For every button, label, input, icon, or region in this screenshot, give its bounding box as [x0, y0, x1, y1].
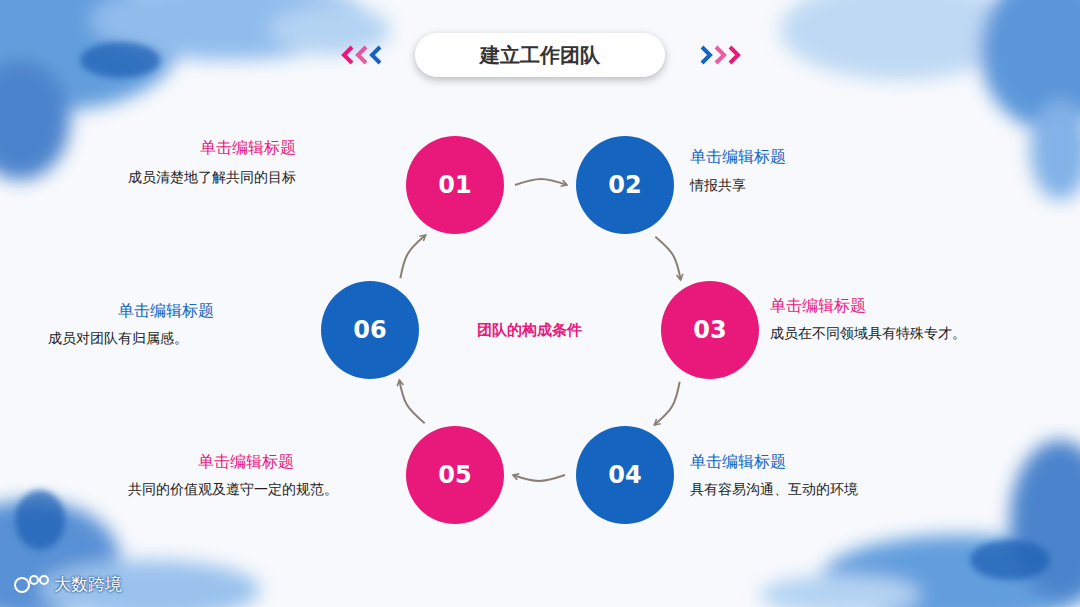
center-label: 团队的构成条件 [477, 321, 582, 340]
item-heading: 单击编辑标题 [118, 301, 214, 322]
chevron-right [702, 47, 738, 63]
chevron-left [344, 47, 380, 63]
step-circle: 01 [405, 135, 505, 235]
circle-fill [576, 426, 674, 524]
title-pill: 建立工作团队 [415, 33, 665, 77]
step-circle: 05 [405, 425, 505, 525]
circle-fill [321, 281, 419, 379]
item-heading: 单击编辑标题 [770, 296, 866, 317]
item-description: 成员清楚地了解共同的目标 [128, 169, 296, 187]
cycle-arrow [513, 475, 565, 481]
step-number: 02 [575, 135, 675, 235]
item-description: 具有容易沟通、互动的环境 [690, 481, 858, 499]
item-description: 成员在不同领域具有特殊专才。 [770, 325, 966, 343]
circle-fill [661, 281, 759, 379]
cycle-arrow [655, 237, 680, 280]
slide-title: 建立工作团队 [480, 42, 600, 69]
item-heading: 单击编辑标题 [200, 138, 296, 159]
step-circle: 03 [660, 280, 760, 380]
watermark: 大数跨境 [54, 573, 122, 596]
step-number: 05 [405, 425, 505, 525]
circle-fill [576, 136, 674, 234]
step-number: 03 [660, 280, 760, 380]
cycle-arrow [399, 380, 424, 423]
step-number: 06 [320, 280, 420, 380]
item-description: 情报共享 [690, 177, 746, 195]
step-circle: 04 [575, 425, 675, 525]
cycle-arrow [400, 235, 425, 278]
step-circle: 02 [575, 135, 675, 235]
cycle-arrow [515, 179, 567, 185]
item-heading: 单击编辑标题 [690, 452, 786, 473]
circle-fill [406, 426, 504, 524]
circle-fill [406, 136, 504, 234]
step-circle: 06 [320, 280, 420, 380]
item-description: 共同的价值观及遵守一定的规范。 [128, 481, 338, 499]
watermark-logo [15, 576, 48, 592]
cycle-arrow [654, 382, 679, 425]
item-description: 成员对团队有归属感。 [48, 330, 188, 348]
item-heading: 单击编辑标题 [690, 147, 786, 168]
item-heading: 单击编辑标题 [198, 452, 294, 473]
step-number: 01 [405, 135, 505, 235]
step-number: 04 [575, 425, 675, 525]
